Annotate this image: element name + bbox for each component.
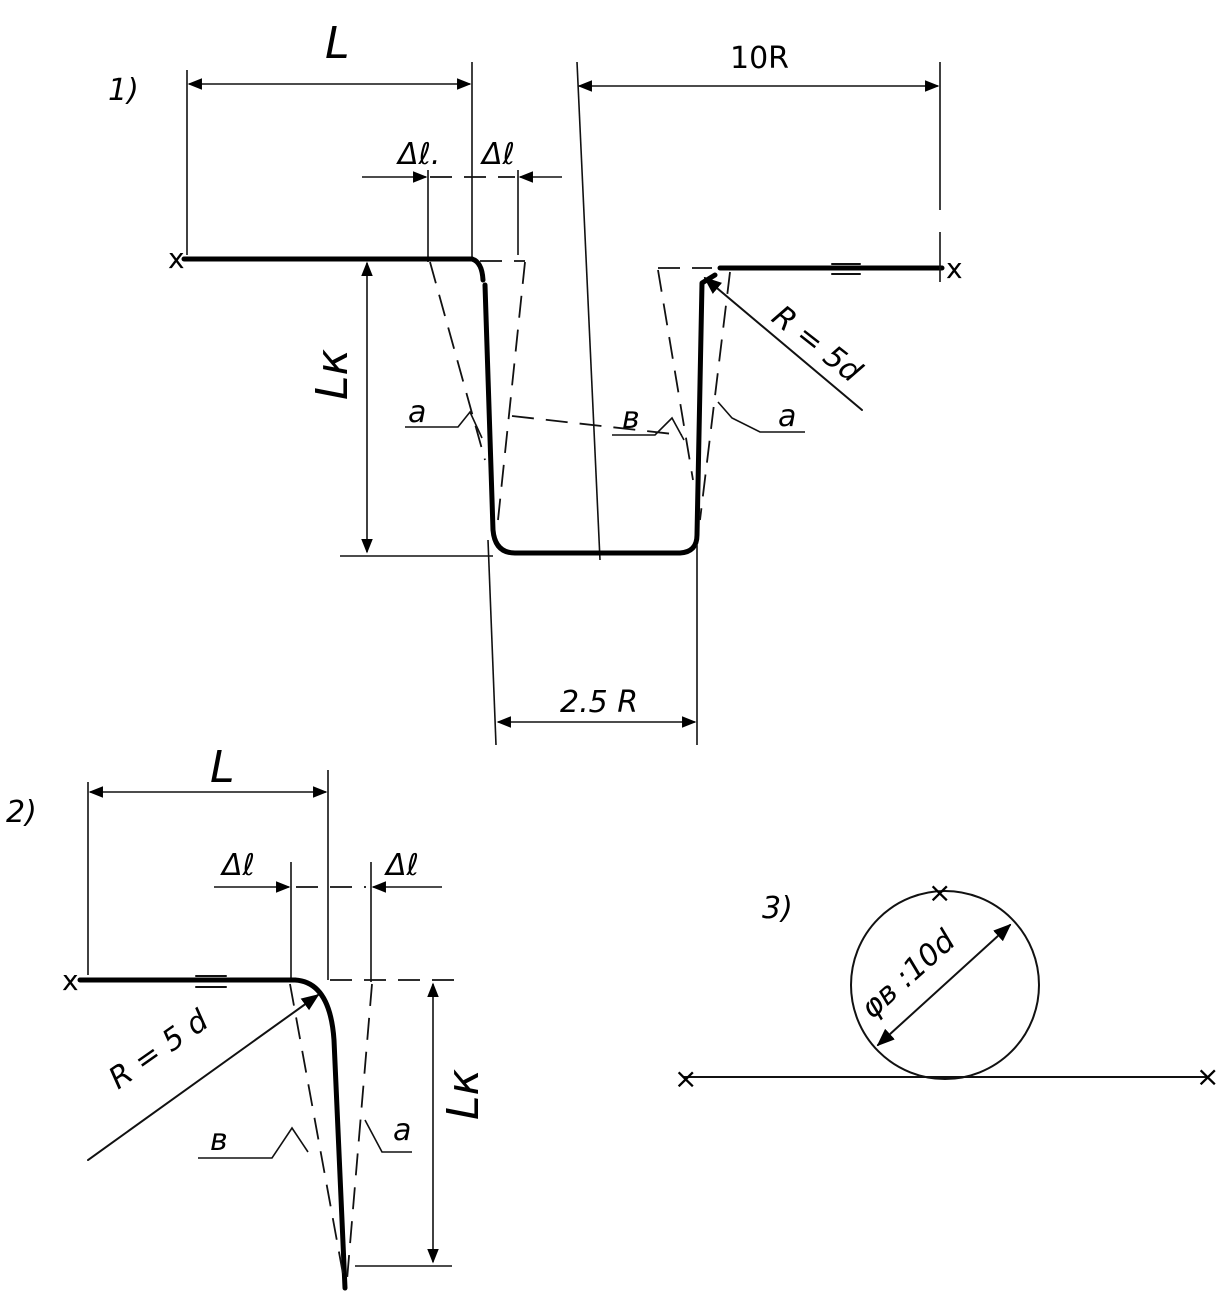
f2-delta-right-label: Δℓ: [384, 848, 419, 883]
f2-dash-a: [346, 983, 373, 1281]
f1-dash-a-right: [699, 271, 731, 521]
f1-dim-width-label: 2.5 R: [560, 685, 638, 720]
f1-radius-label: R = 5d: [765, 299, 869, 391]
f2-label-b: в: [210, 1123, 228, 1158]
f2-leader-a: [364, 1119, 412, 1153]
figure-2-number: 2): [6, 795, 37, 830]
f2-dim-l-label: L: [210, 742, 235, 793]
f1-label-b: в: [622, 401, 640, 436]
f1-leader-a-left: [405, 410, 483, 439]
f1-dash-b-left: [497, 261, 526, 521]
f1-width-ext-left: [487, 539, 497, 746]
f2-leader-b: [198, 1126, 309, 1159]
f1-delta-right-label: Δℓ: [480, 137, 515, 172]
f2-label-a: a: [393, 1113, 411, 1148]
f1-radius-arrow: [703, 276, 863, 411]
f1-dash-mid: [511, 415, 683, 436]
figure-3: 3) × × × φв :10d: [674, 876, 1219, 1095]
figure-1: 1) L 10R Δℓ. Δℓ x x Lк: [108, 18, 963, 746]
f1-leader-b: [612, 416, 685, 441]
f2-x-left: x: [62, 964, 79, 997]
f3-diameter-label: φв :10d: [854, 923, 963, 1026]
f2-dash-b: [289, 983, 346, 1286]
f3-x-right: ×: [1196, 1060, 1219, 1093]
figure-3-number: 3): [762, 891, 793, 926]
f1-u-profile: [482, 272, 718, 556]
f1-label-a-left: a: [408, 395, 426, 430]
f1-dim-l-label: L: [325, 18, 350, 69]
f2-bent-strip: [292, 977, 348, 1291]
f1-x-left: x: [168, 242, 185, 275]
f1-leader-a-right: [717, 401, 805, 433]
figure-2: 2) L Δℓ Δℓ x R = 5 d в a Lк: [6, 742, 489, 1291]
f2-radius-label: R = 5 d: [103, 1003, 216, 1097]
f3-x-top: ×: [928, 876, 951, 909]
f1-dim-10r-label: 10R: [730, 41, 789, 76]
figure-1-number: 1): [108, 73, 139, 108]
f2-dim-lk-label: Lк: [438, 1068, 489, 1120]
f1-x-right: x: [946, 252, 963, 285]
f2-delta-left-label: Δℓ: [220, 848, 255, 883]
f1-dim-lk-label: Lк: [307, 348, 358, 400]
f1-label-a-right: a: [778, 399, 796, 434]
f3-x-left: ×: [674, 1062, 697, 1095]
f1-dash-a-left: [429, 261, 486, 461]
f1-delta-left-label: Δℓ.: [396, 137, 440, 172]
f1-extension-center-right: [576, 61, 601, 561]
f2-radius-line: [87, 993, 320, 1161]
f3-diameter-line: [876, 923, 1012, 1047]
f1-dash-b-right: [657, 269, 694, 481]
f3-circle: [850, 890, 1040, 1080]
f1-bent-strip: [469, 256, 486, 283]
